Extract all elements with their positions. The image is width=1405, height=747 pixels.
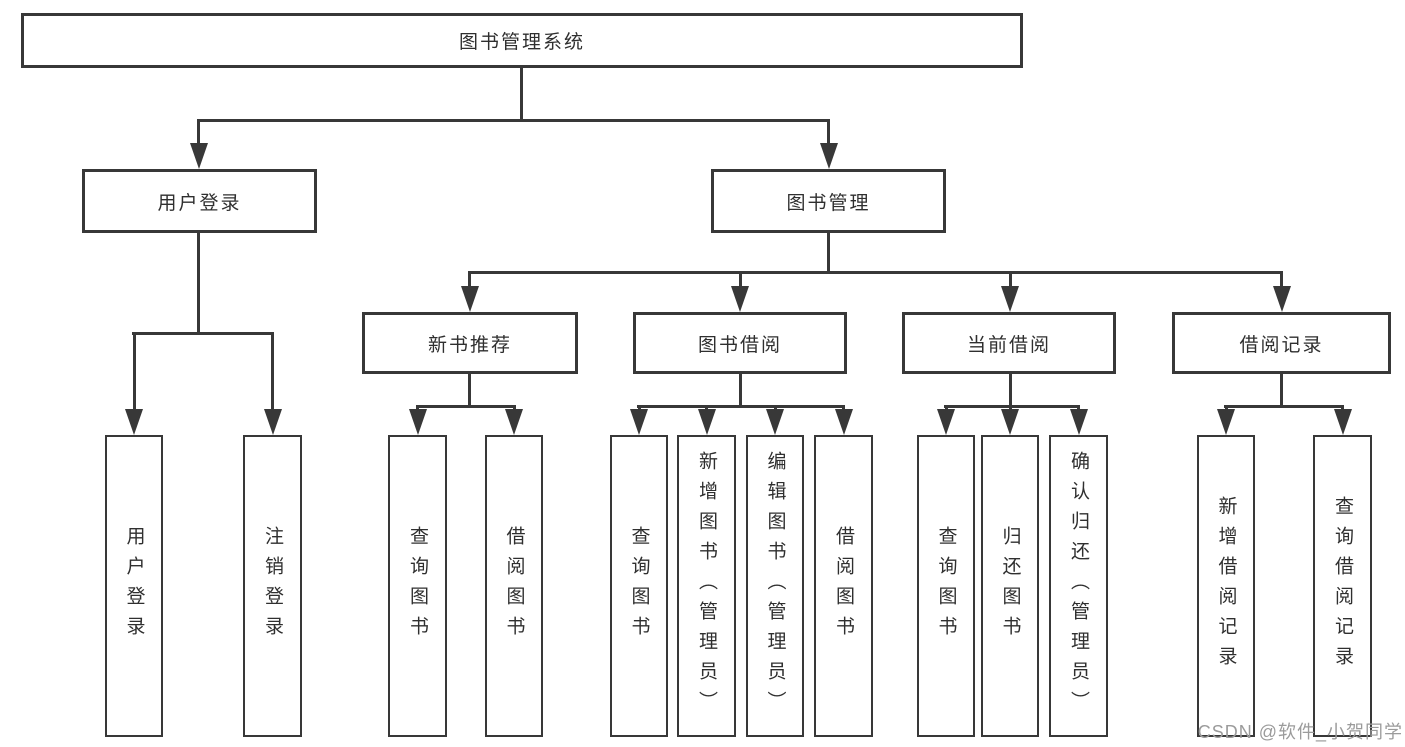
arrow-down-icon [731, 286, 749, 312]
arrow-down-icon [1070, 409, 1088, 435]
arrow-down-icon [1001, 409, 1019, 435]
leaf-user-login: 用户登录 [105, 435, 163, 737]
connector-line [133, 332, 136, 414]
node-book-mgmt-label: 图书管理 [786, 192, 871, 214]
arrow-down-icon [937, 409, 955, 435]
connector-line [944, 405, 1080, 408]
leaf-user-login-label: 用户登录 [123, 526, 145, 646]
connector-line [827, 119, 830, 149]
leaf-add-books-admin: 新增图书（管理员） [677, 435, 736, 737]
connector-line [520, 68, 523, 120]
arrow-down-icon [835, 409, 853, 435]
connector-line [197, 119, 830, 122]
connector-line [1224, 405, 1344, 408]
arrow-down-icon [190, 143, 208, 169]
node-new-book-rec: 新书推荐 [362, 312, 578, 374]
connector-line [1280, 374, 1283, 407]
node-book-borrow: 图书借阅 [633, 312, 847, 374]
node-book-borrow-label: 图书借阅 [697, 334, 782, 356]
connector-line [132, 332, 274, 335]
leaf-edit-books-admin-label: 编辑图书（管理员） [764, 451, 786, 721]
leaf-query-books-1: 查询图书 [388, 435, 447, 737]
connector-line [468, 374, 471, 407]
leaf-return-books: 归还图书 [981, 435, 1039, 737]
leaf-logout: 注销登录 [243, 435, 302, 737]
leaf-confirm-return-admin: 确认归还（管理员） [1049, 435, 1108, 737]
arrow-down-icon [1217, 409, 1235, 435]
node-current-borrow: 当前借阅 [902, 312, 1116, 374]
connector-line [1280, 271, 1283, 293]
arrow-down-icon [1273, 286, 1291, 312]
connector-line [197, 119, 200, 149]
arrow-down-icon [1334, 409, 1352, 435]
leaf-borrow-books-2-label: 借阅图书 [833, 526, 854, 646]
connector-line [1009, 374, 1012, 407]
connector-line [637, 405, 845, 408]
arrow-down-icon [698, 409, 716, 435]
leaf-query-borrow-record-label: 查询借阅记录 [1332, 496, 1353, 676]
connector-line [416, 405, 516, 408]
connector-line [739, 374, 742, 407]
leaf-add-books-admin-label: 新增图书（管理员） [696, 451, 717, 721]
arrow-down-icon [820, 143, 838, 169]
node-root: 图书管理系统 [21, 13, 1023, 68]
leaf-query-books-3-label: 查询图书 [935, 526, 957, 646]
leaf-borrow-books-1-label: 借阅图书 [503, 526, 525, 646]
leaf-add-borrow-record-label: 新增借阅记录 [1215, 496, 1237, 676]
leaf-borrow-books-1: 借阅图书 [485, 435, 543, 737]
leaf-query-books-3: 查询图书 [917, 435, 975, 737]
leaf-logout-label: 注销登录 [262, 526, 283, 646]
leaf-query-borrow-record: 查询借阅记录 [1313, 435, 1372, 737]
arrow-down-icon [1001, 286, 1019, 312]
connector-line [468, 271, 1283, 274]
node-book-mgmt: 图书管理 [711, 169, 946, 233]
leaf-query-books-1-label: 查询图书 [407, 526, 428, 646]
leaf-return-books-label: 归还图书 [999, 526, 1021, 646]
node-user-login-label: 用户登录 [157, 192, 242, 214]
leaf-add-borrow-record: 新增借阅记录 [1197, 435, 1255, 737]
node-new-book-rec-label: 新书推荐 [427, 334, 512, 356]
leaf-borrow-books-2: 借阅图书 [814, 435, 873, 737]
leaf-query-books-2: 查询图书 [610, 435, 668, 737]
connector-line [468, 271, 471, 293]
connector-line [1009, 271, 1012, 293]
connector-line [271, 332, 274, 414]
arrow-down-icon [125, 409, 143, 435]
node-borrow-record-label: 借阅记录 [1239, 334, 1324, 356]
node-user-login: 用户登录 [82, 169, 317, 233]
leaf-confirm-return-admin-label: 确认归还（管理员） [1068, 451, 1089, 721]
connector-line [739, 271, 742, 293]
arrow-down-icon [505, 409, 523, 435]
connector-line [197, 233, 200, 334]
arrow-down-icon [461, 286, 479, 312]
connector-line [827, 233, 830, 273]
leaf-edit-books-admin: 编辑图书（管理员） [746, 435, 804, 737]
node-root-label: 图书管理系统 [458, 32, 585, 53]
node-current-borrow-label: 当前借阅 [966, 334, 1051, 356]
arrow-down-icon [766, 409, 784, 435]
arrow-down-icon [409, 409, 427, 435]
arrow-down-icon [630, 409, 648, 435]
watermark: CSDN @软件_小贺同学 [1197, 722, 1403, 742]
leaf-query-books-2-label: 查询图书 [628, 526, 650, 646]
arrow-down-icon [264, 409, 282, 435]
node-borrow-record: 借阅记录 [1172, 312, 1391, 374]
